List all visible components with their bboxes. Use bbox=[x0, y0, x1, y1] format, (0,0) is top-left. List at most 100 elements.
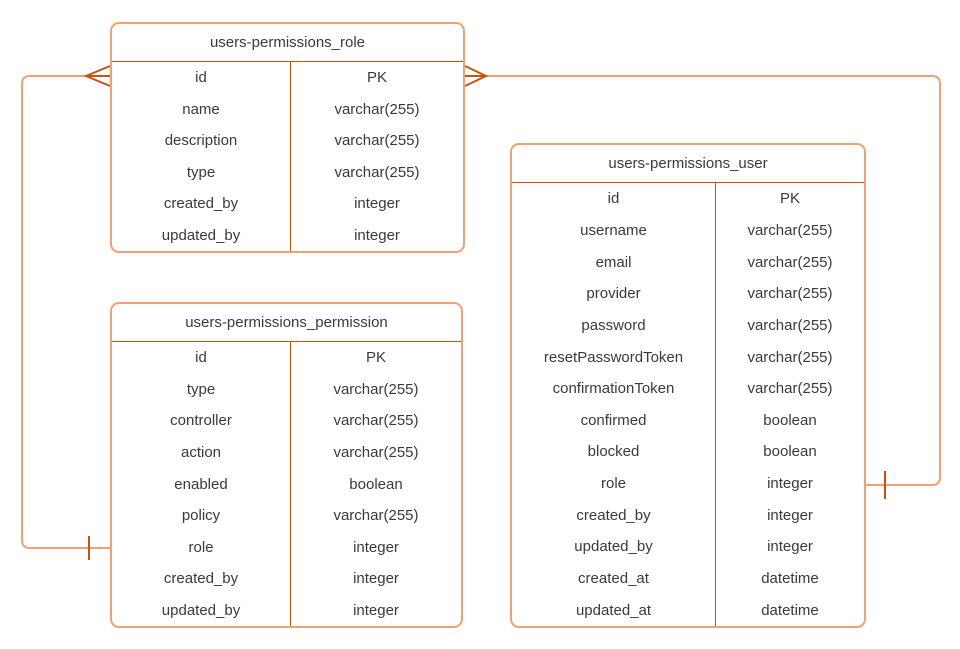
table-row: confirmed boolean bbox=[512, 404, 864, 437]
field-name: type bbox=[186, 163, 216, 181]
table-row: email varchar(255) bbox=[512, 246, 864, 278]
field-name: policy bbox=[181, 507, 221, 525]
table-users-permissions-user[interactable]: users-permissions_user id PK username varch… bbox=[510, 143, 866, 628]
table-users-permissions-permission[interactable]: users-permissions_permission id PK type var… bbox=[110, 302, 463, 628]
table-row: created_by integer bbox=[512, 499, 864, 532]
table-row: description varchar(255) bbox=[112, 125, 463, 157]
field-name: id bbox=[195, 69, 207, 87]
crow-foot-many-icon bbox=[83, 65, 111, 87]
field-name: created_by bbox=[163, 195, 239, 213]
field-name: id bbox=[195, 349, 207, 367]
field-name: provider bbox=[586, 285, 641, 303]
field-type: varchar(255) bbox=[715, 277, 864, 310]
field-type: integer bbox=[715, 467, 864, 500]
field-type: integer bbox=[715, 499, 864, 532]
field-name: updated_by bbox=[161, 226, 241, 244]
table-row: resetPasswordToken varchar(255) bbox=[512, 341, 864, 373]
table-row: updated_by integer bbox=[112, 594, 461, 626]
field-name: action bbox=[180, 443, 222, 461]
table-rows: id PK type varchar(255) controller varchar(25… bbox=[112, 342, 461, 626]
connector-role-to-user bbox=[486, 75, 941, 486]
field-type: varchar(255) bbox=[290, 125, 463, 157]
table-row: role integer bbox=[112, 531, 461, 563]
field-name: email bbox=[595, 253, 632, 271]
table-row: action varchar(255) bbox=[112, 436, 461, 469]
field-name: controller bbox=[170, 412, 232, 430]
field-type: integer bbox=[290, 562, 461, 595]
field-name: blocked bbox=[587, 443, 640, 461]
table-row: blocked boolean bbox=[512, 436, 864, 468]
crow-foot-many-icon bbox=[464, 65, 489, 87]
field-type: boolean bbox=[290, 468, 461, 500]
field-name: id bbox=[607, 190, 620, 208]
field-type: varchar(255) bbox=[715, 214, 864, 247]
table-row: name varchar(255) bbox=[112, 93, 463, 125]
field-type: varchar(255) bbox=[290, 373, 461, 406]
field-name: role bbox=[600, 475, 626, 493]
field-name: enabled bbox=[174, 475, 228, 493]
table-row: provider varchar(255) bbox=[512, 277, 864, 310]
field-name: confirmationToken bbox=[552, 380, 675, 398]
field-name: created_by bbox=[163, 570, 239, 588]
field-name: created_by bbox=[576, 506, 651, 524]
table-row: role integer bbox=[512, 467, 864, 500]
table-row: updated_by integer bbox=[512, 531, 864, 563]
table-row: type varchar(255) bbox=[112, 373, 461, 406]
field-type: datetime bbox=[715, 594, 864, 626]
table-row: type varchar(255) bbox=[112, 156, 463, 188]
table-row: created_by integer bbox=[112, 562, 461, 595]
table-row: controller varchar(255) bbox=[112, 405, 461, 437]
table-row: username varchar(255) bbox=[512, 214, 864, 247]
table-row: id PK bbox=[512, 183, 864, 215]
table-row: updated_by integer bbox=[112, 219, 463, 251]
field-type: varchar(255) bbox=[290, 436, 461, 469]
table-row: id PK bbox=[112, 62, 463, 94]
field-type: PK bbox=[290, 342, 461, 374]
table-row: id PK bbox=[112, 342, 461, 374]
field-name: updated_by bbox=[574, 538, 653, 556]
table-title: users-permissions_user bbox=[512, 145, 864, 183]
field-type: integer bbox=[290, 188, 463, 220]
field-type: varchar(255) bbox=[290, 93, 463, 125]
field-type: integer bbox=[290, 219, 463, 251]
connector-role-to-permission bbox=[21, 75, 110, 549]
field-name: confirmed bbox=[580, 411, 647, 429]
field-name: type bbox=[186, 380, 216, 398]
field-name: created_at bbox=[578, 570, 649, 587]
field-type: integer bbox=[290, 594, 461, 626]
field-name: description bbox=[164, 132, 238, 150]
table-rows: id PK username varchar(255) email varchar(255… bbox=[512, 183, 864, 626]
table-title: users-permissions_permission bbox=[112, 304, 461, 342]
field-type: PK bbox=[715, 183, 864, 215]
field-name: updated_by bbox=[161, 601, 241, 619]
field-type: integer bbox=[715, 531, 864, 563]
table-rows: id PK name varchar(255) description varchar(2… bbox=[112, 62, 463, 251]
table-row: created_by integer bbox=[112, 188, 463, 220]
field-type: varchar(255) bbox=[715, 372, 864, 405]
field-name: role bbox=[188, 538, 214, 556]
table-row: confirmationToken varchar(255) bbox=[512, 372, 864, 405]
table-row: updated_at datetime bbox=[512, 594, 864, 626]
field-name: updated_at bbox=[575, 601, 652, 619]
field-name: username bbox=[580, 221, 647, 239]
table-title: users-permissions_role bbox=[112, 24, 463, 62]
field-name: resetPasswordToken bbox=[543, 348, 684, 366]
field-type: datetime bbox=[715, 562, 864, 595]
field-type: PK bbox=[290, 62, 463, 94]
field-type: integer bbox=[290, 531, 461, 563]
field-name: name bbox=[182, 100, 220, 118]
field-type: varchar(255) bbox=[290, 156, 463, 188]
field-type: varchar(255) bbox=[715, 246, 864, 278]
field-type: boolean bbox=[715, 404, 864, 437]
table-row: policy varchar(255) bbox=[112, 499, 461, 532]
field-type: varchar(255) bbox=[290, 405, 461, 437]
table-row: enabled boolean bbox=[112, 468, 461, 500]
table-users-permissions-role[interactable]: users-permissions_role id PK name varchar(2… bbox=[110, 22, 465, 253]
field-type: varchar(255) bbox=[715, 309, 864, 342]
field-type: varchar(255) bbox=[290, 499, 461, 532]
field-type: boolean bbox=[715, 436, 864, 468]
field-type: varchar(255) bbox=[715, 341, 864, 373]
